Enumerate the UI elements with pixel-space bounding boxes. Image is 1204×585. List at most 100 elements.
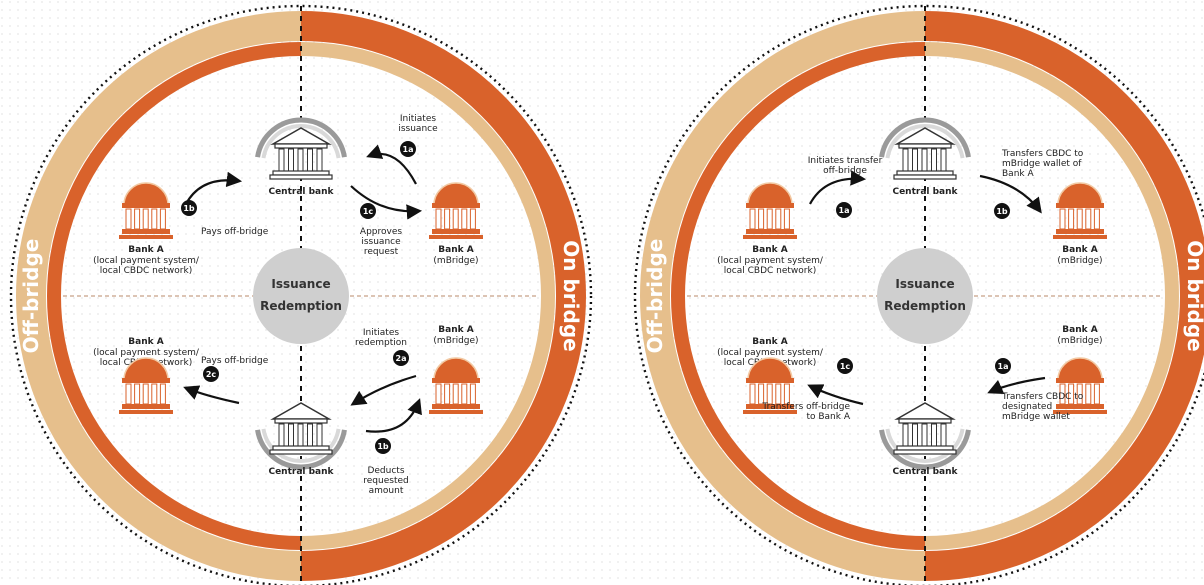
bank-tr-desc: (mBridge) [1057,256,1102,266]
off-bridge-band [16,11,302,581]
step-2a-label: redemption [355,338,407,348]
central-bank-icon [255,117,347,180]
bank-br-title: Bank A [438,325,473,335]
off-bridge-label: Off-bridge [643,239,667,354]
step-badge: 2a [393,350,409,366]
central-bank-bottom-label: Central bank [892,467,958,477]
flow-arrow [185,171,243,205]
bank-tl-desc: (local payment system/ [717,256,824,266]
step-1b-deduct-label: requested [363,476,408,486]
flow-arrow [183,385,240,405]
bank-br-desc: (mBridge) [433,336,478,346]
off-bridge-inner-band [47,42,302,550]
step-badge: 1c [360,203,376,219]
bank-tl-desc: local CBDC network) [100,266,192,276]
hub-issuance-label: Issuance [271,277,330,291]
hub-redemption-label: Redemption [260,299,342,313]
bank-tr-title: Bank A [1062,245,1097,255]
step-1a-label: Initiates [400,114,436,124]
bank-tl-title: Bank A [128,245,163,255]
flow-arrow [350,185,423,220]
flow-arrow [366,144,417,185]
step-badge-label: 1c [840,362,851,371]
bank-br-title: Bank A [1062,325,1097,335]
step-badge: 1b [994,203,1010,219]
step-2a-label: Initiates [363,328,399,338]
central-bank-bottom-label: Central bank [268,467,334,477]
central-bank-icon [879,402,971,470]
step-badge-label: 2c [206,370,217,379]
bank-bl-desc: (local payment system/ [93,348,200,358]
central-bank-top-label: Central bank [892,187,958,197]
step-1a-label: issuance [398,124,438,134]
step-badge-label: 1a [403,145,414,154]
on-bridge-label: On bridge [559,240,583,351]
step-badge-label: 1c [363,207,374,216]
step-badge: 1a [836,202,852,218]
bank-icon [1053,182,1107,239]
bank-icon [743,357,797,414]
flow-arrow [809,170,867,205]
hub-circle [253,248,349,344]
bank-tr-desc: (mBridge) [433,256,478,266]
central-bank-icon [255,402,347,470]
bank-icon [429,182,483,239]
bank-icon [743,182,797,239]
step-1a-wallet-label: Transfers CBDC to [1001,392,1084,402]
off-bridge-label: Off-bridge [19,239,43,354]
step-1b-label: Pays off-bridge [201,227,269,237]
step-1b-label: mBridge wallet of [1002,159,1082,169]
bank-icon [1053,357,1107,414]
off-bridge-band [640,11,926,581]
hub-redemption-label: Redemption [884,299,966,313]
central-bank-top-label: Central bank [268,187,334,197]
step-badge-label: 2a [396,354,407,363]
on-bridge-label: On bridge [1183,240,1204,351]
step-1a-wallet-label: designated [1002,402,1052,412]
step-1c-label: Transfers off-bridge [761,402,850,412]
step-1b-label: Bank A [1002,169,1034,179]
step-2c-label: Pays off-bridge [201,356,269,366]
step-badge: 1b [375,438,391,454]
step-badge: 1a [400,141,416,157]
step-1a-label: Initiates transfer [808,156,883,166]
step-1a-label: off-bridge [823,166,867,176]
step-badge: 1c [837,358,853,374]
step-1b-deduct-label: Deducts [367,466,404,476]
flow-arrow [987,376,1046,394]
bank-bl-title: Bank A [128,337,163,347]
flow-arrow [350,374,417,406]
step-1a-wallet-label: mBridge wallet [1002,412,1070,422]
bank-icon [429,357,483,414]
step-1c-label: Approves [360,227,402,237]
bank-tl-desc: (local payment system/ [93,256,200,266]
step-1b-label: Transfers CBDC to [1001,149,1084,159]
bank-tr-title: Bank A [438,245,473,255]
step-badge-label: 1a [839,206,850,215]
step-badge: 1b [181,200,197,216]
bank-bl-title: Bank A [752,337,787,347]
flow-arrow [365,398,422,433]
outer-boundary [9,4,593,585]
flow-arrow [979,174,1042,214]
step-badge-label: 1b [183,204,195,213]
on-bridge-band [300,11,586,581]
bank-tl-desc: local CBDC network) [724,266,816,276]
hub-issuance-label: Issuance [895,277,954,291]
step-1c-label: to Bank A [806,412,850,422]
central-bank-icon [879,117,971,180]
bank-icon [119,182,173,239]
hub-circle [877,248,973,344]
bank-tl-title: Bank A [752,245,787,255]
off-bridge-inner-band [671,42,926,550]
step-badge-label: 1b [996,207,1008,216]
step-badge-label: 1b [377,442,389,451]
bank-bl-desc: (local payment system/ [717,348,824,358]
bank-br-desc: (mBridge) [1057,336,1102,346]
step-1c-label: request [364,247,399,257]
flow-arrow [807,384,864,406]
